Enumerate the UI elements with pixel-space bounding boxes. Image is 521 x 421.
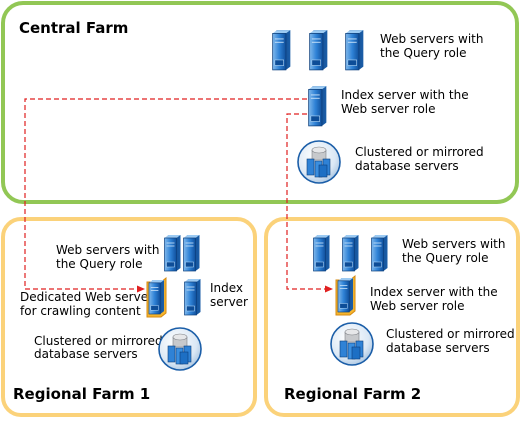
crawl-connector-regional-1 bbox=[24, 98, 307, 290]
database-cluster-icon bbox=[297, 140, 341, 184]
regional-farm-2-title: Regional Farm 2 bbox=[284, 385, 421, 403]
highlighted-server-icon bbox=[336, 276, 355, 315]
server-icon bbox=[371, 234, 388, 272]
regional2-db-label: Clustered or mirrored database servers bbox=[386, 327, 519, 355]
server-icon bbox=[184, 278, 201, 316]
server-icon bbox=[342, 234, 359, 272]
central-index-server-label: Index server with the Web server role bbox=[341, 88, 472, 116]
arrowhead-regional-2 bbox=[325, 285, 333, 293]
central-farm-title: Central Farm bbox=[19, 19, 128, 37]
arrowhead-regional-1 bbox=[137, 285, 145, 293]
server-icon bbox=[164, 234, 181, 272]
server-icon bbox=[309, 29, 328, 71]
database-cluster-icon bbox=[158, 327, 202, 371]
regional-farm-1-title: Regional Farm 1 bbox=[13, 385, 150, 403]
crawl-connector-regional-2 bbox=[286, 113, 326, 290]
regional2-web-servers-label: Web servers with the Query role bbox=[402, 237, 509, 265]
central-web-servers-label: Web servers with the Query role bbox=[380, 32, 487, 60]
regional1-dedicated-label: Dedicated Web server for crawling conten… bbox=[20, 290, 157, 318]
server-icon bbox=[308, 85, 327, 127]
central-db-label: Clustered or mirrored database servers bbox=[355, 145, 488, 173]
central-farm-boundary bbox=[1, 1, 519, 204]
highlighted-server-icon bbox=[147, 278, 166, 317]
regional1-web-servers-label: Web servers with the Query role bbox=[56, 243, 163, 271]
regional-farm-2-boundary bbox=[264, 217, 520, 417]
regional1-db-label: Clustered or mirrored database servers bbox=[34, 334, 167, 361]
database-cluster-icon bbox=[330, 322, 374, 366]
server-icon bbox=[345, 29, 364, 71]
regional2-index-server-label: Index server with the Web server role bbox=[370, 285, 501, 313]
server-icon bbox=[272, 29, 291, 71]
regional1-index-label: Index server bbox=[210, 281, 248, 309]
server-icon bbox=[313, 234, 330, 272]
regional-farm-1-boundary bbox=[1, 217, 257, 417]
server-icon bbox=[183, 234, 200, 272]
